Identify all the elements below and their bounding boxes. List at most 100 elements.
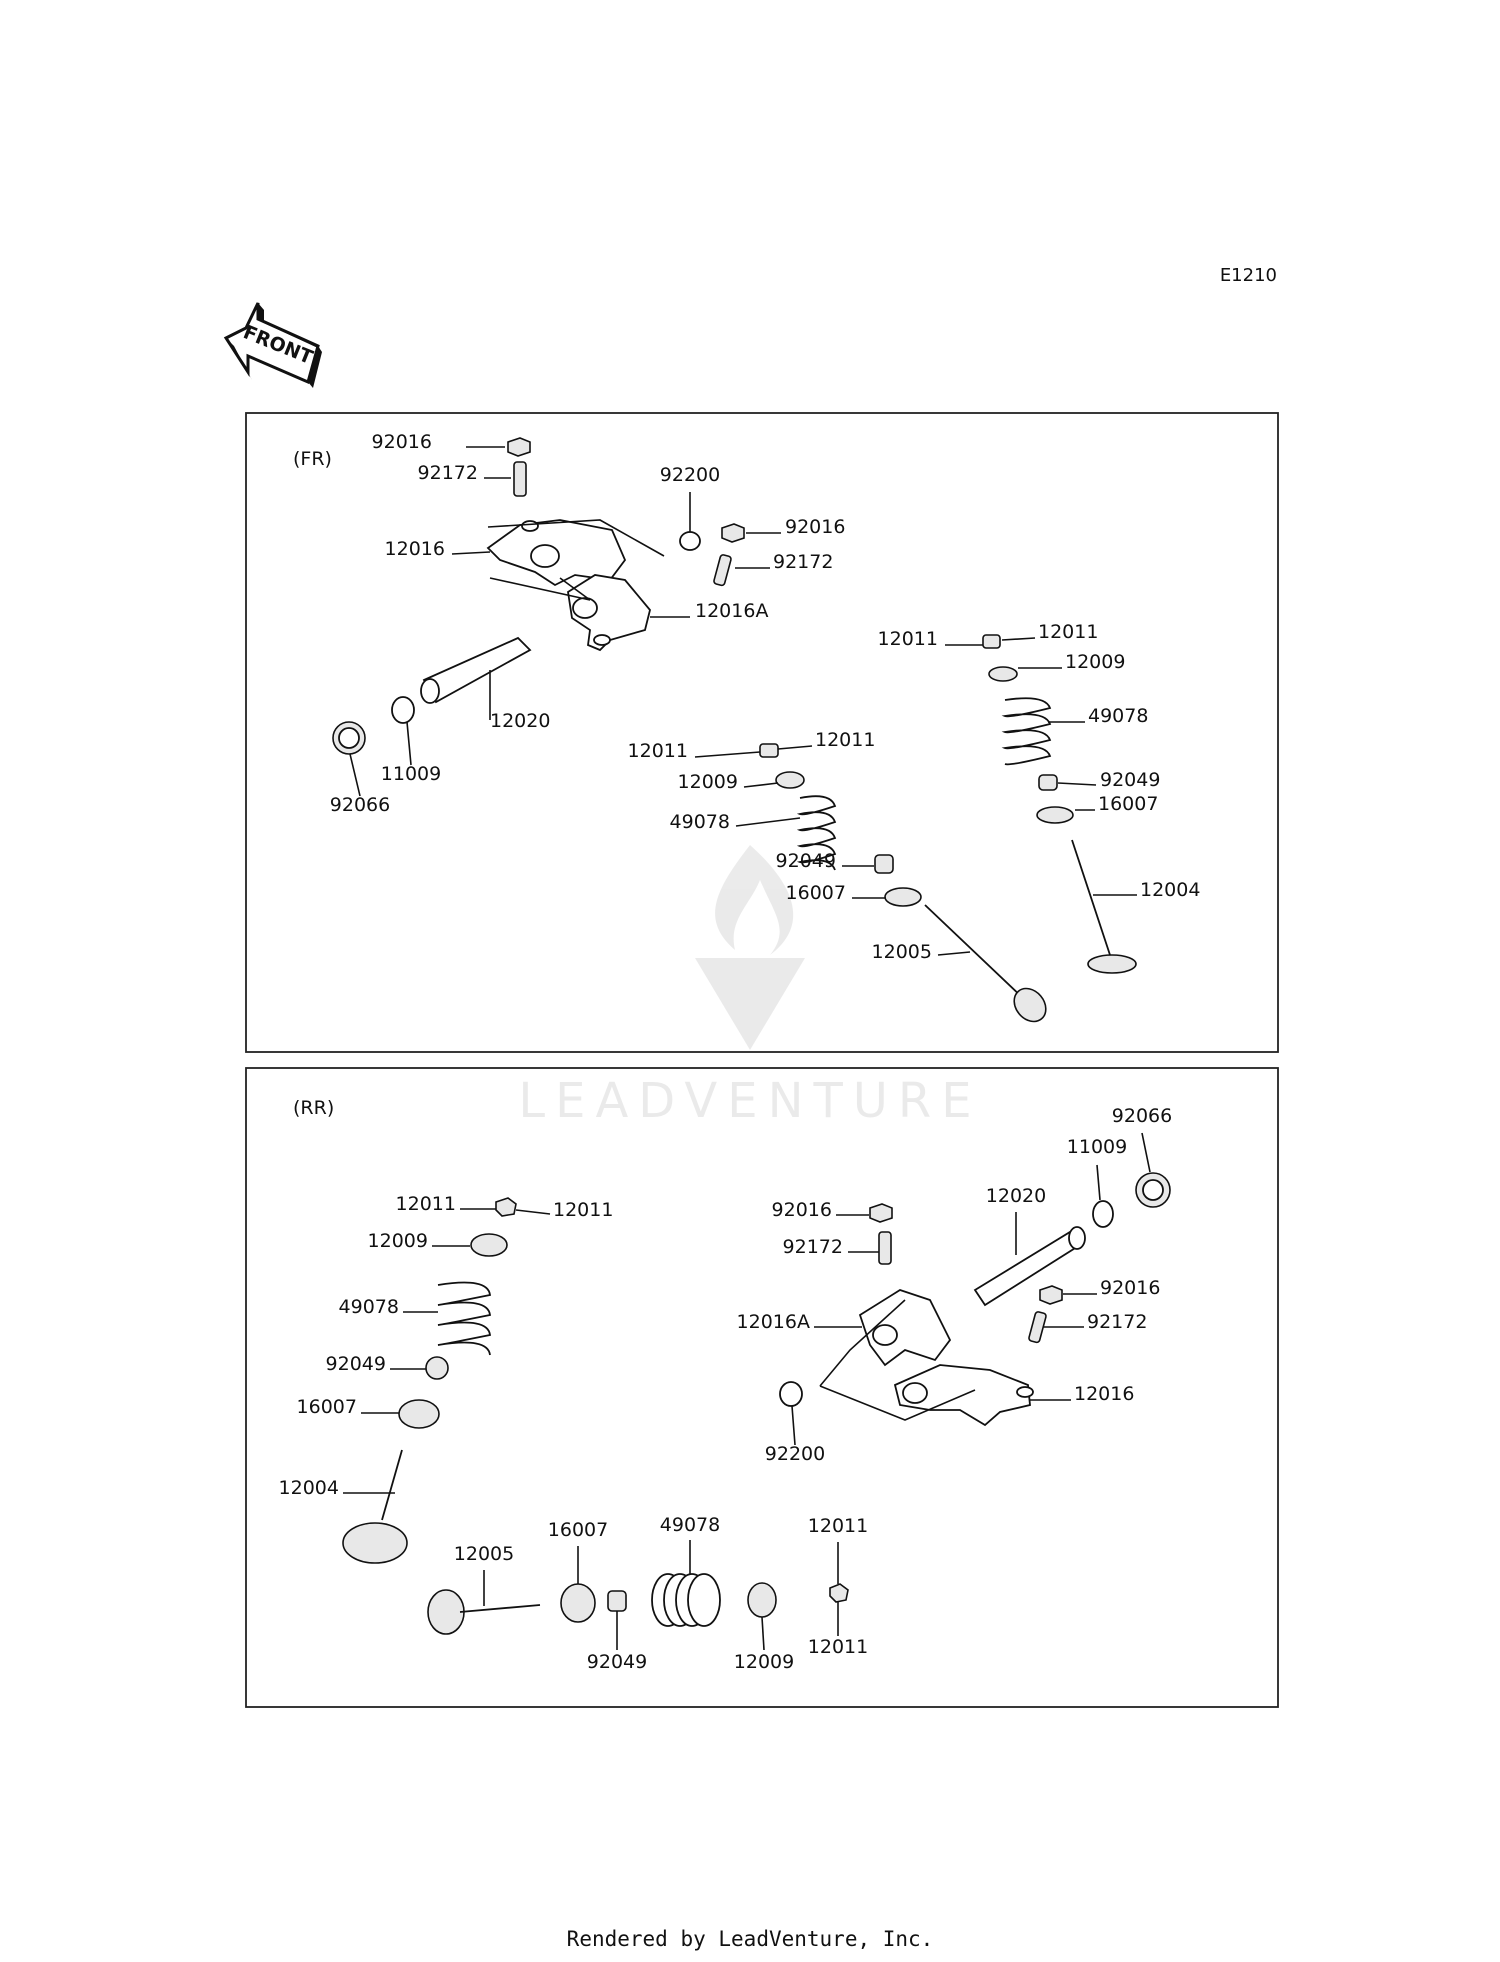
part-number-label-rear-12016a: 12016A bbox=[737, 1311, 810, 1333]
part-number-label-rear-12005: 12005 bbox=[454, 1543, 514, 1565]
part-number-label-rear-92200: 92200 bbox=[765, 1443, 825, 1465]
part-number-label-rear-12016: 12016 bbox=[1074, 1383, 1134, 1405]
nut-92016-icon bbox=[507, 437, 531, 457]
seal-92049-ex-icon bbox=[1038, 774, 1058, 791]
keeper-12011-icon bbox=[759, 743, 779, 758]
spring-49078-rr-icon bbox=[437, 1281, 491, 1356]
part-number-label-rear-92049: 92049 bbox=[326, 1353, 386, 1375]
part-number-label-rear-12020: 12020 bbox=[986, 1185, 1046, 1207]
part-number-label-rear-12009: 12009 bbox=[734, 1651, 794, 1673]
front-panel-frame bbox=[245, 412, 1279, 1053]
nut-92016-rr-right-icon bbox=[1039, 1285, 1063, 1305]
part-number-label-front-12009: 12009 bbox=[1065, 651, 1125, 673]
part-number-label-rear-92049: 92049 bbox=[587, 1651, 647, 1673]
part-number-label-front-12004: 12004 bbox=[1140, 879, 1200, 901]
seat-16007-icon bbox=[884, 887, 922, 907]
valve-12005-icon bbox=[924, 904, 1047, 1023]
nut-92016-right-icon bbox=[721, 523, 745, 543]
part-number-label-rear-12011: 12011 bbox=[553, 1199, 613, 1221]
part-number-label-front-12011: 12011 bbox=[1038, 621, 1098, 643]
retainer-12009-rr-icon bbox=[470, 1233, 508, 1257]
part-number-label-front-92016: 92016 bbox=[372, 431, 432, 453]
keeper-12011-ex-icon bbox=[982, 634, 1001, 649]
part-number-label-front-12020: 12020 bbox=[490, 710, 550, 732]
part-number-label-front-16007: 16007 bbox=[786, 882, 846, 904]
washer-92200-rr-icon bbox=[779, 1381, 803, 1407]
retainer-12009-rr-bottom-icon bbox=[747, 1582, 777, 1618]
watermark-text: LEADVENTURE bbox=[518, 1073, 981, 1129]
part-number-label-front-12009: 12009 bbox=[678, 771, 738, 793]
part-number-label-front-11009: 11009 bbox=[381, 763, 441, 785]
part-number-label-rear-12011: 12011 bbox=[808, 1636, 868, 1658]
part-number-label-rear-12011: 12011 bbox=[808, 1515, 868, 1537]
o-ring-11009-rr-icon bbox=[1092, 1200, 1114, 1228]
part-number-label-rear-12009: 12009 bbox=[368, 1230, 428, 1252]
part-number-label-rear-11009: 11009 bbox=[1067, 1136, 1127, 1158]
part-number-label-front-92049: 92049 bbox=[1100, 769, 1160, 791]
part-number-label-rear-49078: 49078 bbox=[339, 1296, 399, 1318]
rear-callouts: 92066 11009 12020 12011 12011 92016 12009 92172… bbox=[279, 1105, 1173, 1673]
front-parts bbox=[332, 437, 1137, 1023]
part-number-label-front-92172: 92172 bbox=[773, 551, 833, 573]
part-number-label-front-12011: 12011 bbox=[815, 729, 875, 751]
part-number-label-front-49078: 49078 bbox=[1088, 705, 1148, 727]
stud-92172-right-icon bbox=[713, 554, 732, 587]
retainer-12009-icon bbox=[775, 771, 805, 789]
part-number-label-rear-12004: 12004 bbox=[279, 1477, 339, 1499]
part-number-label-rear-49078: 49078 bbox=[660, 1514, 720, 1536]
diagram-code: E1210 bbox=[1220, 265, 1277, 286]
part-number-label-rear-92016: 92016 bbox=[1100, 1277, 1160, 1299]
seat-16007-rr-icon bbox=[398, 1399, 440, 1429]
part-number-label-rear-16007: 16007 bbox=[297, 1396, 357, 1418]
part-number-label-front-12005: 12005 bbox=[872, 941, 932, 963]
o-ring-11009-icon bbox=[391, 696, 415, 724]
part-number-label-rear-16007: 16007 bbox=[548, 1519, 608, 1541]
part-number-label-rear-92172: 92172 bbox=[1087, 1311, 1147, 1333]
part-number-label-front-92049: 92049 bbox=[776, 850, 836, 872]
seal-92049-rr-icon bbox=[425, 1356, 449, 1380]
part-number-label-rear-92016: 92016 bbox=[772, 1199, 832, 1221]
keeper-12011-rr-bottom-icon bbox=[829, 1583, 849, 1603]
front-arrow-icon: FRONT bbox=[223, 302, 322, 388]
plug-92066-icon bbox=[332, 721, 366, 755]
shaft-12020-icon bbox=[422, 636, 532, 704]
spring-49078-icon bbox=[796, 795, 837, 871]
part-number-label-front-12016a: 12016A bbox=[695, 600, 768, 622]
part-number-label-front-16007: 16007 bbox=[1098, 793, 1158, 815]
leadventure-watermark: LEADVENTURE bbox=[518, 845, 981, 1129]
part-number-label-front-92172: 92172 bbox=[418, 462, 478, 484]
part-number-label-rear-92066: 92066 bbox=[1112, 1105, 1172, 1127]
part-number-label-rear-12011: 12011 bbox=[396, 1193, 456, 1215]
seat-16007-ex-icon bbox=[1036, 806, 1074, 824]
rear-panel-frame bbox=[245, 1067, 1279, 1708]
part-number-label-front-12016: 12016 bbox=[385, 538, 445, 560]
stud-92172-icon bbox=[513, 461, 527, 497]
valve-12005-rr-icon bbox=[427, 1589, 541, 1635]
valve-12004-icon bbox=[1071, 839, 1137, 974]
seat-16007-rr-bottom-icon bbox=[560, 1583, 596, 1623]
retainer-12009-ex-icon bbox=[988, 666, 1018, 682]
plug-92066-rr-icon bbox=[1135, 1172, 1171, 1208]
footer-credit: Rendered by LeadVenture, Inc. bbox=[567, 1927, 934, 1951]
stud-92172-rr-icon bbox=[878, 1231, 892, 1265]
rocker-arm-12016a-rr-icon bbox=[858, 1289, 952, 1367]
part-number-label-front-92066: 92066 bbox=[330, 794, 390, 816]
rear-panel-label: (RR) bbox=[293, 1097, 334, 1119]
part-number-label-front-49078: 49078 bbox=[670, 811, 730, 833]
spring-49078-ex-icon bbox=[1001, 697, 1052, 766]
nut-92016-rr-icon bbox=[869, 1203, 893, 1223]
part-number-label-front-12011: 12011 bbox=[878, 628, 938, 650]
front-panel-label: (FR) bbox=[293, 448, 332, 470]
washer-92200-icon bbox=[679, 531, 701, 551]
valve-12004-rr-icon bbox=[342, 1449, 408, 1564]
part-number-label-front-12011: 12011 bbox=[628, 740, 688, 762]
stud-92172-rr-right-icon bbox=[1028, 1311, 1047, 1344]
spring-49078-rr-bottom-icon bbox=[651, 1573, 721, 1627]
part-number-label-front-92016: 92016 bbox=[785, 516, 845, 538]
leader-lines bbox=[343, 446, 1151, 1651]
seal-92049-rr-bottom-icon bbox=[607, 1590, 627, 1612]
seal-92049-icon bbox=[874, 854, 894, 874]
part-number-label-rear-92172: 92172 bbox=[783, 1236, 843, 1258]
